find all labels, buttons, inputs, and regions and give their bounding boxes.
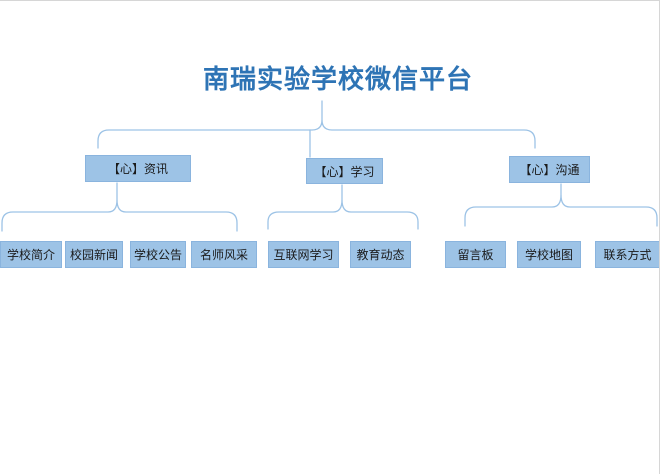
leaf-node-school-intro: 学校简介 [0,241,62,268]
branch-node-study: 【心】学习 [306,158,383,184]
branch-node-comm: 【心】沟通 [509,156,590,183]
brace-info [1,199,238,232]
leaf-node-famous-teacher: 名师风采 [191,241,257,268]
leaf-node-message-board: 留言板 [445,241,506,268]
leaf-node-edu-trends: 教育动态 [350,241,411,268]
branch-node-info: 【心】资讯 [85,155,191,182]
brace-study [267,199,419,230]
leaf-node-school-map: 学校地图 [517,241,581,268]
leaf-node-contact-info: 联系方式 [595,241,659,268]
brace-top [97,119,536,149]
leaf-node-internet-study: 互联网学习 [268,241,339,268]
diagram-title: 南瑞实验学校微信平台 [202,65,473,95]
leaf-node-school-notice: 学校公告 [130,241,186,268]
brace-comm [464,194,658,227]
leaf-node-campus-news: 校园新闻 [65,241,123,268]
